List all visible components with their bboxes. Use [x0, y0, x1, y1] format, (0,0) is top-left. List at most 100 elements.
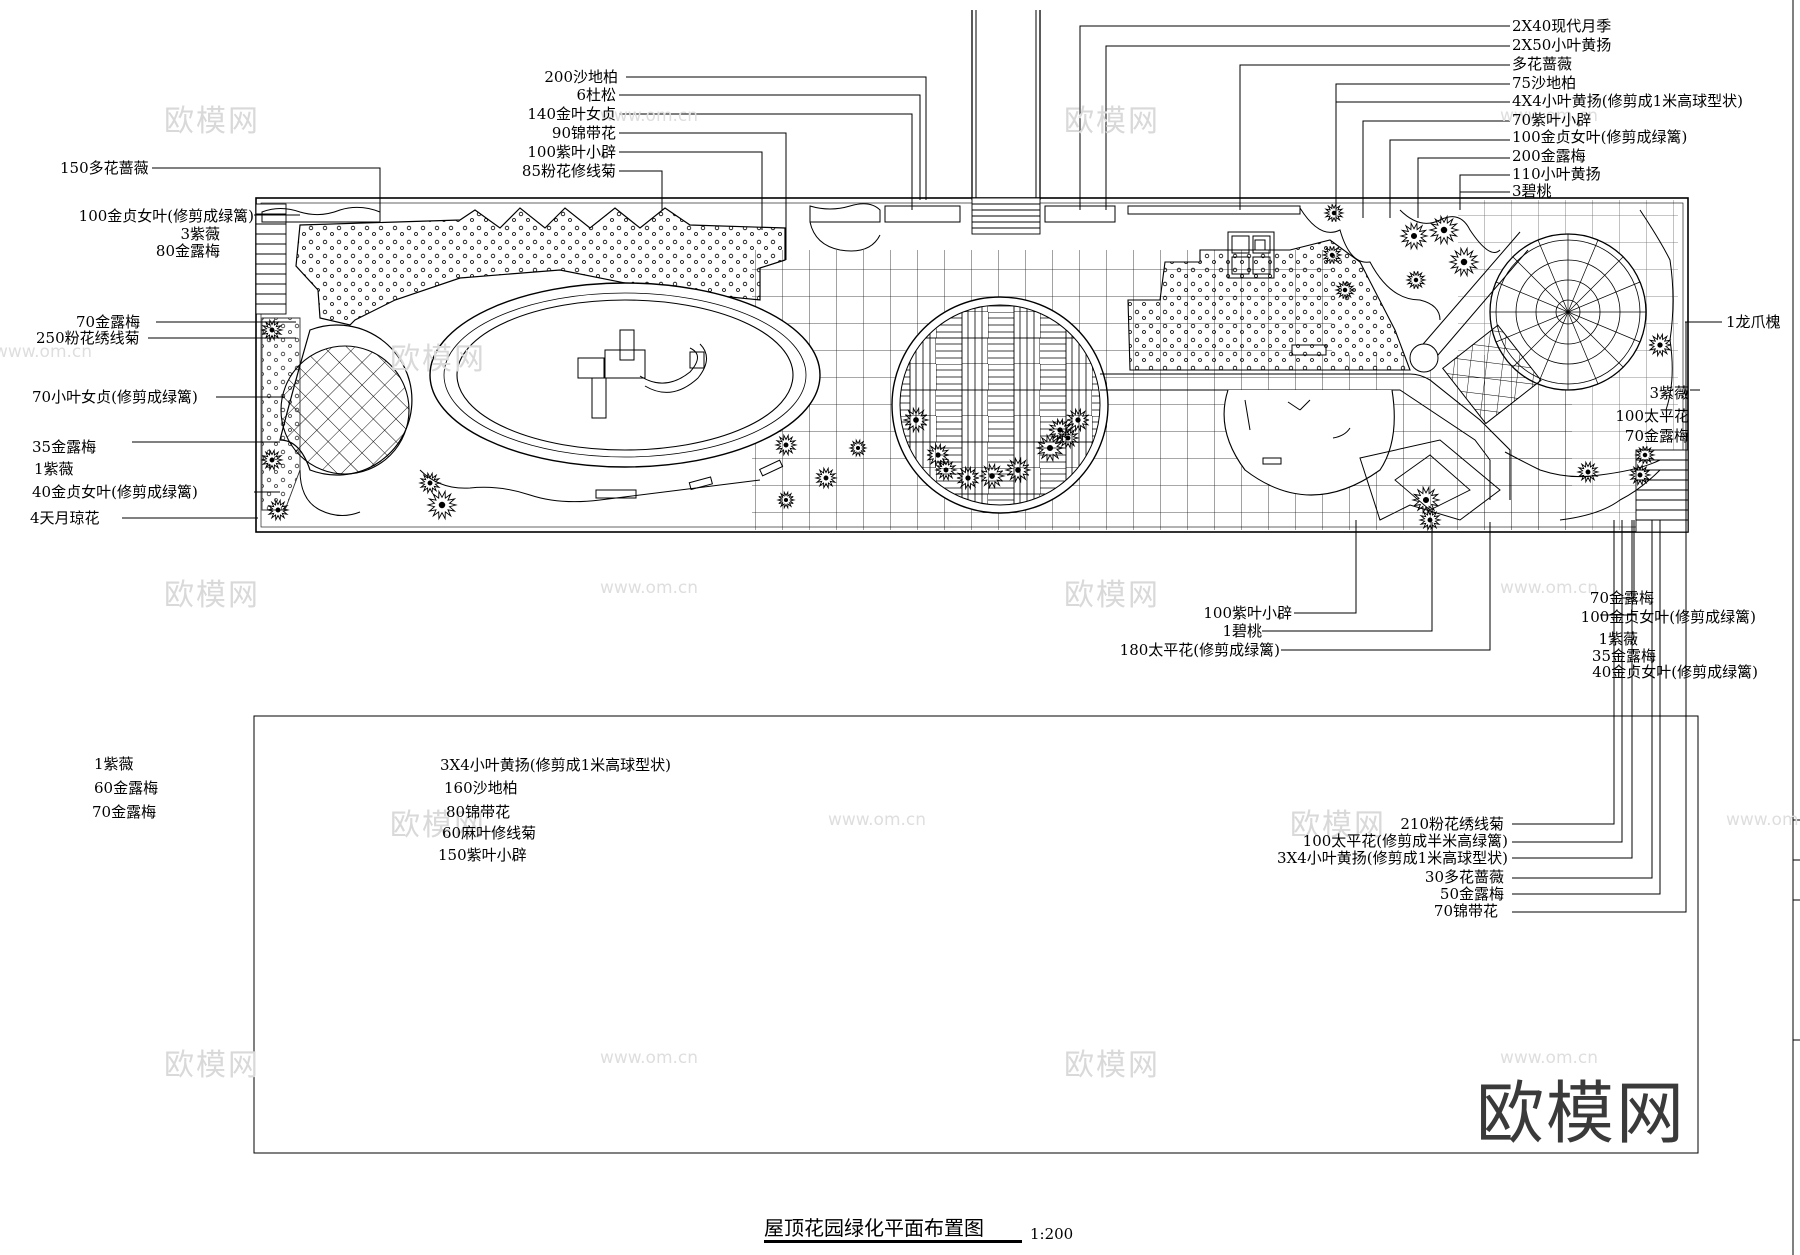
plant-label: 100紫叶小辟 [527, 143, 616, 161]
shrub-center [1342, 287, 1348, 293]
plant-label: 180太平花(修剪成绿篱) [1119, 641, 1280, 659]
shrub-center [1585, 469, 1591, 475]
watermark-brand: 欧模网 [164, 104, 260, 139]
title-underline [764, 1240, 1022, 1243]
watermark-url: www.om.cn [600, 106, 699, 126]
plant-label: 1紫薇 [34, 460, 74, 478]
shrub-center [1046, 444, 1054, 452]
shrub-symbol [814, 466, 838, 490]
shrub-symbol [1035, 433, 1065, 463]
plant-label: 40金贞女叶(修剪成绿篱) [1592, 663, 1758, 681]
plant-label: 100太平花(修剪成半米高绿篱) [1302, 832, 1508, 850]
shrub-center [965, 475, 971, 481]
plant-label: 2X40现代月季 [1512, 17, 1612, 35]
shrub-center [1413, 277, 1419, 283]
plant-label: 100紫叶小辟 [1203, 604, 1292, 622]
shrub-symbol [1004, 456, 1032, 484]
shrub-center [1075, 417, 1081, 423]
shrub-symbol [1648, 332, 1672, 358]
plant-label: 1碧桃 [1222, 622, 1262, 640]
plant-label: 70小叶女贞(修剪成绿篱) [32, 388, 198, 406]
shrub-center [269, 457, 275, 463]
watermark-url: www.om.cn [0, 342, 93, 362]
shrub-symbol [1066, 407, 1090, 433]
plant-label: 100太平花 [1615, 407, 1689, 425]
shrub-center [1642, 452, 1648, 458]
plant-label: 85粉花修线菊 [521, 162, 616, 180]
watermark-url: www.om.cn [600, 578, 699, 598]
plant-label: 70金露梅 [92, 803, 157, 821]
plant-label: 3X4小叶黄扬(修剪成1米高球型状) [1276, 849, 1508, 867]
shrub-center [1329, 252, 1335, 258]
plant-label: 4天月琼花 [30, 509, 100, 527]
shrub-symbol [934, 458, 958, 482]
shrub-center [935, 452, 941, 458]
watermark-brand: 欧模网 [164, 1048, 260, 1083]
brand-logo-text: 欧模网 [1476, 1075, 1687, 1154]
plant-label: 80锦带花 [446, 803, 511, 821]
watermark-url: www.om.cn [1726, 810, 1800, 830]
shrub-symbol [848, 438, 868, 458]
drawing-scale: 1:200 [1030, 1225, 1074, 1243]
watermark-brand: 欧模网 [1064, 1048, 1160, 1083]
watermark-brand: 欧模网 [1064, 578, 1160, 613]
plant-label: 3X4小叶黄扬(修剪成1米高球型状) [440, 756, 672, 774]
shrub-symbol [774, 433, 798, 457]
shrub-center [1422, 496, 1430, 504]
plant-label: 210粉花绣线菊 [1400, 815, 1504, 833]
shrub-center [275, 507, 281, 513]
shrub-symbol [260, 448, 284, 472]
shrub-symbol [1428, 214, 1460, 246]
watermark-url: www.om.cn [828, 810, 927, 830]
plant-label: 200金露梅 [1512, 147, 1586, 165]
shrub-center [943, 467, 949, 473]
shrub-symbol [1334, 280, 1356, 300]
plant-label: 3紫薇 [180, 225, 220, 243]
shrub-symbol [426, 489, 458, 521]
shrub-center [989, 473, 995, 479]
plant-label: 160沙地柏 [444, 779, 518, 797]
shrub-symbol [1418, 508, 1442, 532]
shrub-symbol [1048, 417, 1072, 443]
watermark-url: www.om.cn [1500, 578, 1599, 598]
watermark-brand: 欧模网 [1064, 104, 1160, 139]
shrub-symbol [776, 490, 796, 510]
plant-label: 50金露梅 [1439, 885, 1504, 903]
watermark-brand: 欧模网 [164, 578, 260, 613]
plant-label: 3紫薇 [1649, 384, 1689, 402]
plant-label: 80金露梅 [155, 242, 220, 260]
plant-label: 1紫薇 [1598, 630, 1638, 648]
plant-label: 140金叶女贞 [527, 105, 616, 123]
shrub-center [783, 442, 789, 448]
shrub-symbol [1321, 245, 1343, 265]
shrub-symbol [1448, 246, 1480, 278]
plant-label: 1龙爪槐 [1726, 313, 1781, 331]
plant-label: 2X50小叶黄扬 [1512, 36, 1612, 54]
shrub-symbol [1576, 460, 1600, 484]
plant-label: 3碧桃 [1512, 182, 1552, 200]
shrub-symbol [418, 471, 442, 495]
shrub-center [913, 417, 919, 423]
plant-label: 60金露梅 [94, 779, 159, 797]
shrub-center [1427, 517, 1433, 523]
plant-label: 90锦带花 [551, 124, 616, 142]
plant-label: 60麻叶修线菊 [442, 824, 537, 842]
shrub-symbol [1323, 203, 1345, 223]
watermark-url: www.om.cn [600, 1048, 699, 1068]
plant-label: 6杜松 [576, 86, 616, 104]
shrub-center [783, 497, 789, 503]
shrub-center [1065, 435, 1071, 441]
plant-label: 35金露梅 [1591, 647, 1656, 665]
plant-label: 30多花蔷薇 [1424, 868, 1504, 886]
plant-label: 110小叶黄扬 [1512, 165, 1601, 183]
shrub-symbol [1056, 426, 1080, 450]
shrub-center [1015, 467, 1021, 473]
shrub-center [1657, 342, 1663, 348]
plant-label: 75沙地柏 [1512, 74, 1577, 92]
shrub-center [1410, 232, 1418, 240]
shrub-center [1440, 226, 1448, 234]
shrub-symbol [1411, 485, 1441, 515]
plant-label: 200沙地柏 [544, 68, 618, 86]
shrub-center [1637, 472, 1643, 478]
